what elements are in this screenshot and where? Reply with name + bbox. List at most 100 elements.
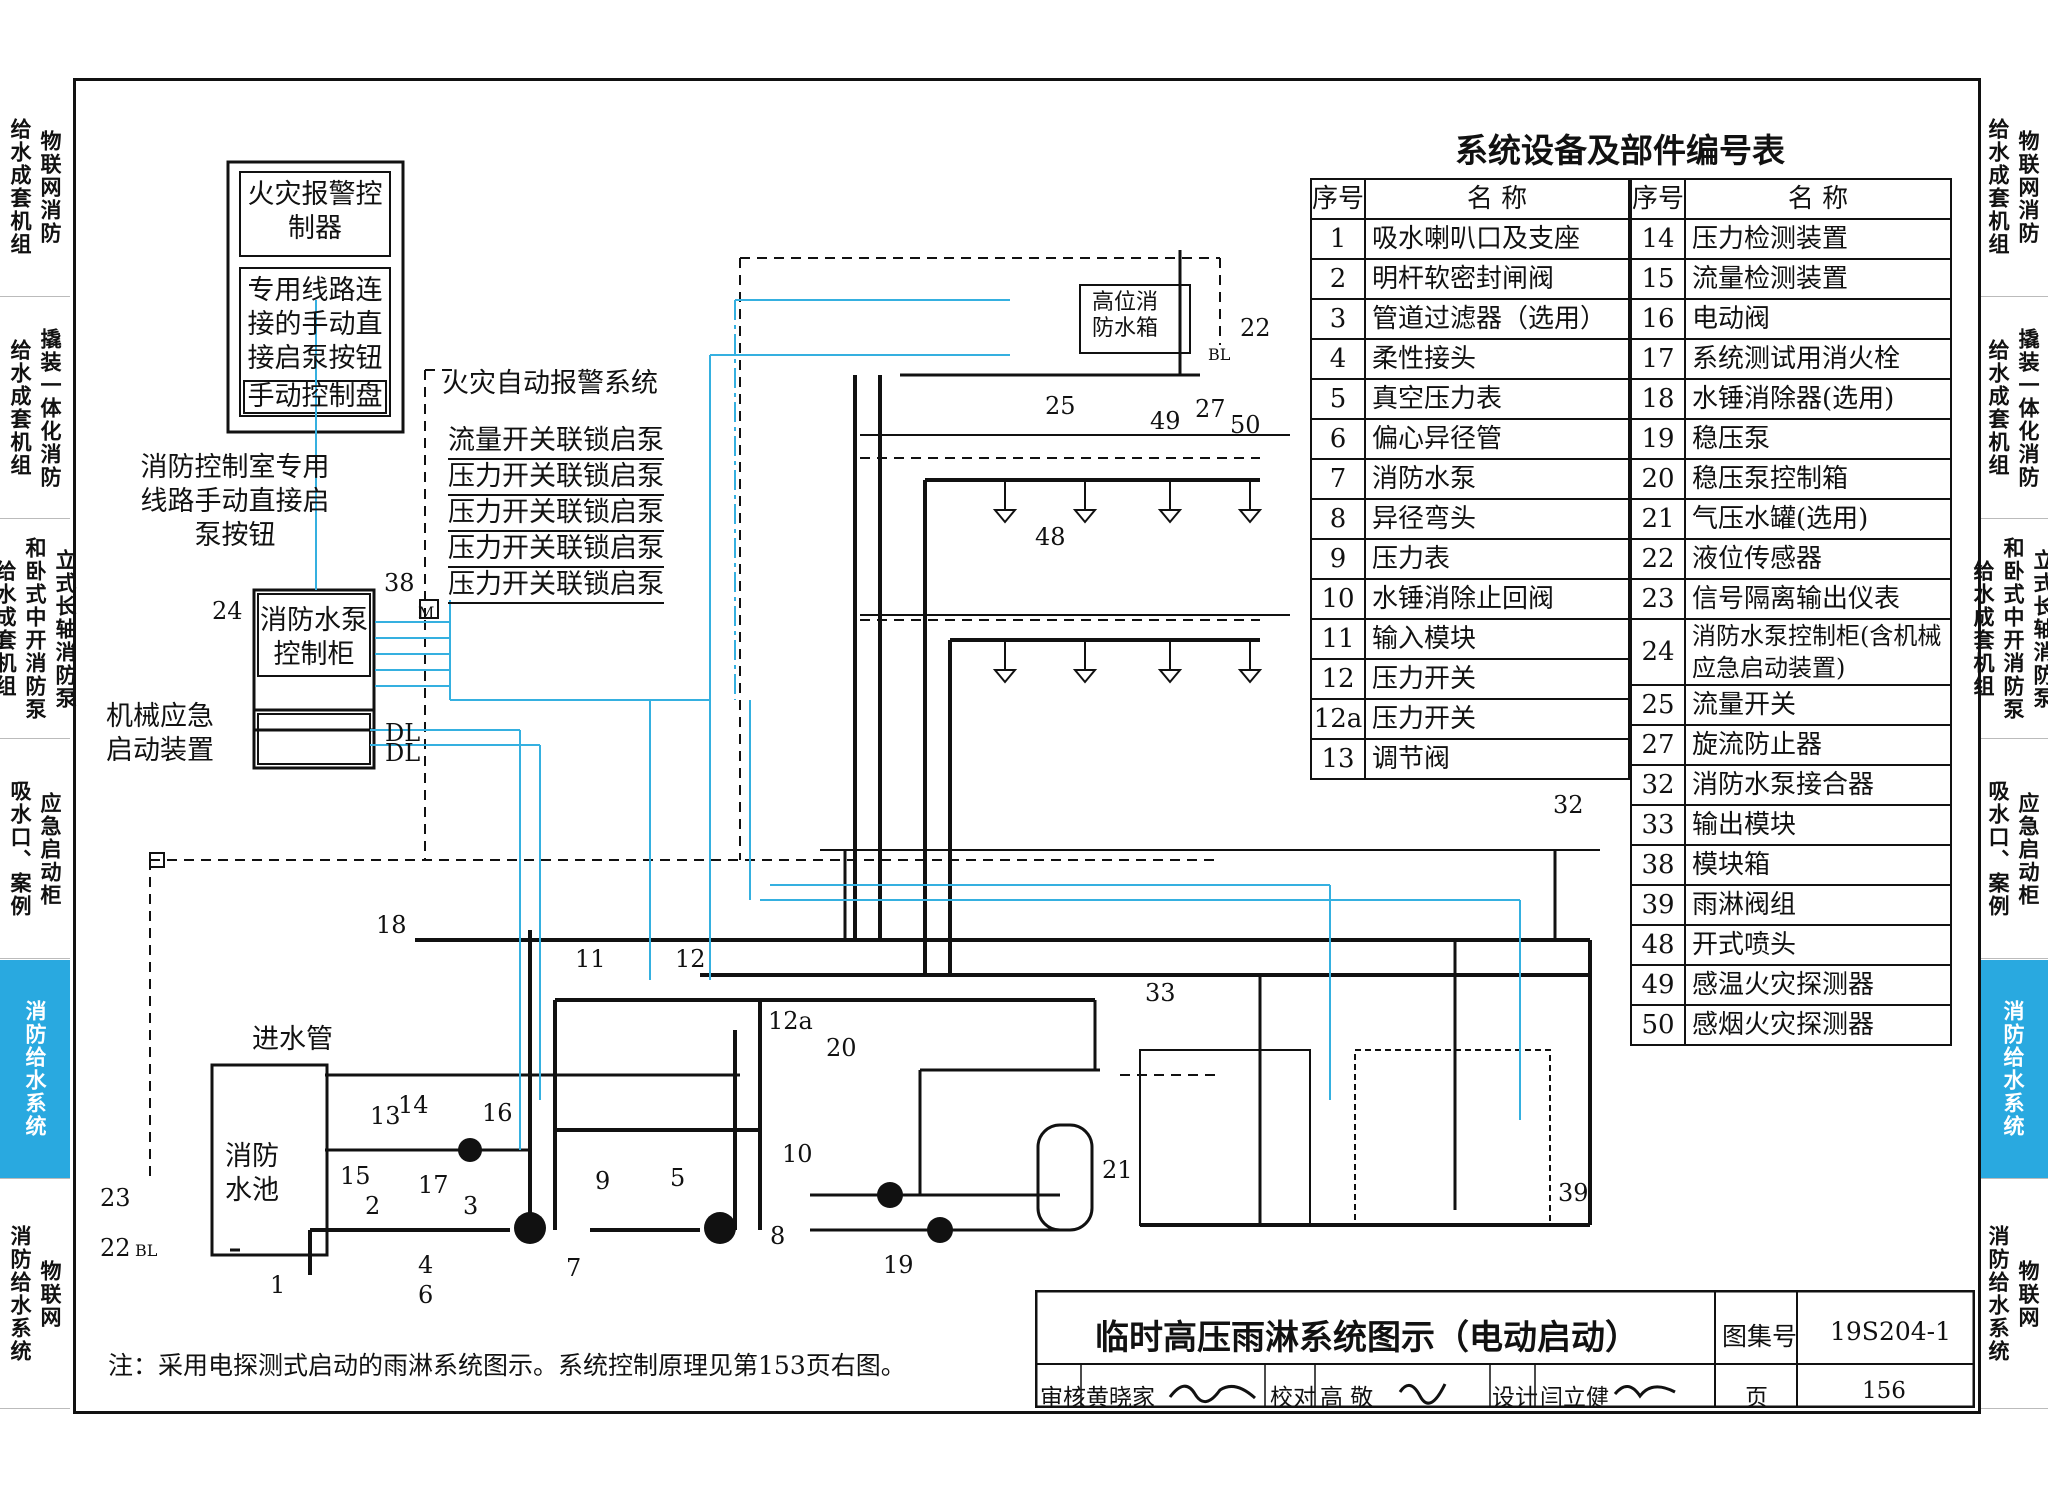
side-tab-2[interactable]: 立式长轴消防泵和卧式中开消防泵给水成套机组 [1971, 520, 2048, 739]
callout-50: 50 [1230, 411, 1261, 439]
callout-24: 24 [212, 597, 243, 625]
legend-name: 压力开关 [1364, 658, 1630, 700]
side-tab-0[interactable]: 物联网消防给水成套机组 [0, 78, 70, 297]
legend-name: 雨淋阀组 [1684, 884, 1952, 926]
interlock-item: 压力开关联锁启泵 [448, 460, 664, 496]
title-block [1035, 1290, 1975, 1408]
legend-number: 12a [1309, 698, 1367, 740]
callout-38: 38 [384, 569, 415, 597]
side-tab-3[interactable]: 应急启动柜吸水口、案例 [0, 740, 70, 959]
legend-name: 感烟火灾探测器 [1684, 1004, 1952, 1046]
legend-number: 5 [1309, 378, 1367, 420]
side-tab-text: 给水成套机组 [0, 560, 17, 698]
control-room-button-label: 消防控制室专用线路手动直接启泵按钮 [140, 452, 330, 551]
legend-name: 异径弯头 [1364, 498, 1630, 540]
side-tab-5[interactable]: 物联网消防给水系统 [0, 1180, 70, 1409]
page-number: 156 [1862, 1378, 1906, 1404]
side-tab-0[interactable]: 物联网消防给水成套机组 [1978, 78, 2048, 297]
callout-4: 4 [418, 1251, 434, 1279]
side-tab-4[interactable]: 消防给水系统 [1978, 960, 2048, 1179]
legend-name: 信号隔离输出仪表 [1684, 578, 1952, 620]
legend-name: 流量开关 [1684, 684, 1952, 726]
checker-name: 高 敬 [1320, 1385, 1374, 1411]
legend-name: 流量检测装置 [1684, 258, 1952, 300]
legend-title: 系统设备及部件编号表 [1455, 131, 1785, 170]
interlock-item: 压力开关联锁启泵 [448, 568, 664, 604]
reviewer-name: 黄晓家 [1086, 1385, 1155, 1411]
legend-number: 17 [1629, 338, 1687, 380]
side-tab-text: 给水成套机组 [1986, 118, 2010, 256]
legend-number: 18 [1629, 378, 1687, 420]
legend-header-cell: 序号 [1629, 178, 1687, 220]
page-label: 页 [1745, 1385, 1768, 1411]
fire-alarm-system-label: 火灾自动报警系统 [442, 368, 658, 399]
mech-emergency-label: 机械应急启动装置 [106, 701, 214, 766]
callout-8: 8 [770, 1222, 786, 1250]
callout-18: 18 [376, 911, 407, 939]
legend-number: 4 [1309, 338, 1367, 380]
callout-13: 13 [370, 1102, 401, 1130]
legend-name: 消防水泵接合器 [1684, 764, 1952, 806]
legend-number: 15 [1629, 258, 1687, 300]
side-tab-1[interactable]: 撬装一体化消防给水成套机组 [1978, 298, 2048, 519]
check-label: 校对 [1270, 1385, 1316, 1411]
interlock-item: 压力开关联锁启泵 [448, 496, 664, 532]
legend-name: 调节阀 [1364, 738, 1630, 780]
side-tab-3[interactable]: 应急启动柜吸水口、案例 [1978, 740, 2048, 959]
legend-header-cell: 名 称 [1364, 178, 1630, 220]
fire-pool-label: 消防水池 [225, 1141, 279, 1206]
callout-11: 11 [575, 945, 606, 973]
legend-name: 开式喷头 [1684, 924, 1952, 966]
inlet-pipe-label: 进水管 [252, 1024, 333, 1055]
side-tab-4[interactable]: 消防给水系统 [0, 960, 70, 1179]
legend-name: 偏心异径管 [1364, 418, 1630, 460]
callout-5: 5 [670, 1164, 686, 1192]
callout-14: 14 [398, 1091, 429, 1119]
checker-signature [1398, 1383, 1447, 1405]
side-tab-text: 应急启动柜 [2016, 791, 2040, 907]
side-tab-text: 给水成套机组 [1971, 560, 1995, 698]
legend-name: 吸水喇叭口及支座 [1364, 218, 1630, 260]
legend-header-cell: 序号 [1309, 178, 1367, 220]
side-tab-text: 和卧式中开消防泵 [23, 537, 47, 721]
callout-17: 17 [418, 1171, 449, 1199]
callout-9: 9 [595, 1167, 611, 1195]
side-tab-5[interactable]: 物联网消防给水系统 [1978, 1180, 2048, 1409]
manual-panel-label: 手动控制盘 [247, 381, 383, 412]
bl-label-top: BL [1208, 345, 1231, 364]
dedicated-line-button-label: 专用线路连接的手动直接启泵按钮 [247, 275, 383, 374]
callout-12: 12 [675, 945, 706, 973]
legend-name: 水锤消除止回阀 [1364, 578, 1630, 620]
side-tab-text: 撬装一体化消防 [2016, 327, 2040, 489]
callout-19: 19 [883, 1251, 914, 1279]
side-tab-1[interactable]: 撬装一体化消防给水成套机组 [0, 298, 70, 519]
legend-name: 消防水泵控制柜(含机械应急启动装置) [1684, 618, 1952, 686]
legend-number: 19 [1629, 418, 1687, 460]
callout-15: 15 [340, 1162, 371, 1190]
callout-22-top: 22 [1240, 314, 1271, 342]
legend-number: 27 [1629, 724, 1687, 766]
legend-number: 8 [1309, 498, 1367, 540]
legend-number: 9 [1309, 538, 1367, 580]
footnote: 注：采用电探测式启动的雨淋系统图示。系统控制原理见第153页右图。 [108, 1351, 906, 1380]
side-tab-text: 消防给水系统 [23, 1000, 47, 1138]
side-tab-text: 物联网消防 [2016, 129, 2040, 245]
high-tank-label: 高位消防水箱 [1091, 290, 1158, 341]
legend-number: 22 [1629, 538, 1687, 580]
legend-number: 2 [1309, 258, 1367, 300]
dl-label-2: DL [385, 739, 421, 767]
